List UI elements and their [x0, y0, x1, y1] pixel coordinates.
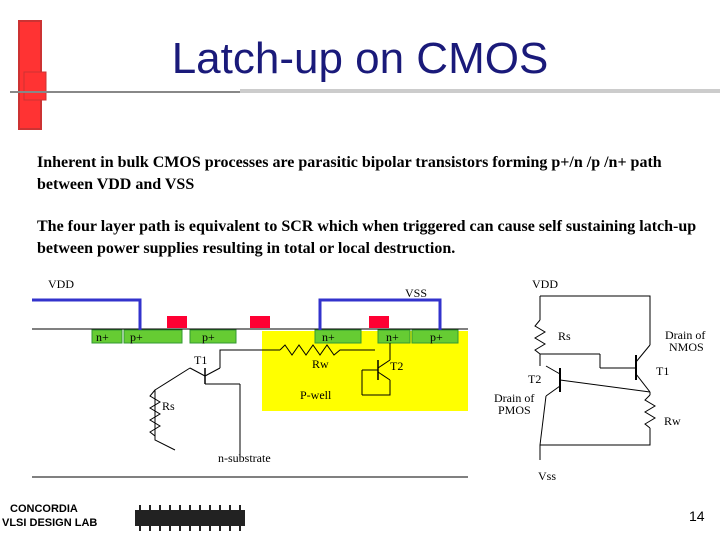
paragraph-2: The four layer path is equivalent to SCR… [37, 218, 697, 257]
slide-title: Latch-up on CMOS [171, 34, 549, 83]
p-plus-3-label: p+ [430, 330, 443, 344]
t1-cross-label: T1 [194, 353, 207, 367]
vss-label: VSS [405, 286, 427, 300]
gate-contact-1 [167, 316, 187, 328]
vdd-rail-right [540, 295, 651, 345]
vdd-right-label: VDD [532, 277, 558, 291]
rw-resistor-equiv [644, 394, 656, 429]
n-plus-diffusion-2 [314, 329, 362, 344]
p-plus-diffusion-1 [123, 329, 183, 344]
p-well-label: P-well [300, 388, 332, 402]
n-plus-1-label: n+ [96, 330, 109, 344]
n-plus-diffusion-3 [377, 329, 411, 344]
vdd-metal-left [32, 298, 142, 330]
n-plus-diffusion-1 [91, 329, 123, 344]
vss-metal [318, 298, 442, 330]
rw-resistor-cross [279, 344, 375, 356]
concordia-logo: CONCORDIA VLSI DESIGN LAB [2, 503, 245, 531]
rs-resistor-cross [149, 389, 161, 437]
slide-number: 14 [689, 508, 705, 524]
title-underline-right [240, 89, 720, 93]
rs-cross-label: Rs [162, 399, 175, 413]
t2-equiv-label: T2 [528, 372, 541, 386]
vdd-left-label: VDD [48, 277, 74, 291]
rs-resistor-equiv [534, 319, 546, 355]
rs-equiv-label: Rs [558, 329, 571, 343]
p-plus-diffusion-3 [411, 329, 459, 344]
vss-equiv-label: Vss [538, 469, 556, 483]
logo-line2: VLSI DESIGN LAB [2, 517, 97, 529]
p-well-region [262, 331, 468, 411]
t2-cross-label: T2 [390, 359, 403, 373]
logo-line1: CONCORDIA [10, 503, 78, 515]
n-substrate-label: n-substrate [218, 451, 271, 465]
gate-contact-3 [369, 316, 389, 328]
p-plus-2-label: p+ [202, 330, 215, 344]
n-plus-3-label: n+ [386, 330, 399, 344]
drain-nmos-label: Drain of NMOS [665, 328, 708, 354]
gate-contact-2 [250, 316, 270, 328]
rw-equiv-label: Rw [664, 414, 681, 428]
p-plus-1-label: p+ [130, 330, 143, 344]
p-plus-diffusion-2 [189, 329, 237, 344]
drain-pmos-label: Drain of PMOS [494, 391, 537, 417]
paragraph-1: Inherent in bulk CMOS processes are para… [37, 154, 662, 193]
t1-equiv-label: T1 [656, 364, 669, 378]
rw-cross-label: Rw [312, 357, 329, 371]
n-plus-2-label: n+ [322, 330, 335, 344]
